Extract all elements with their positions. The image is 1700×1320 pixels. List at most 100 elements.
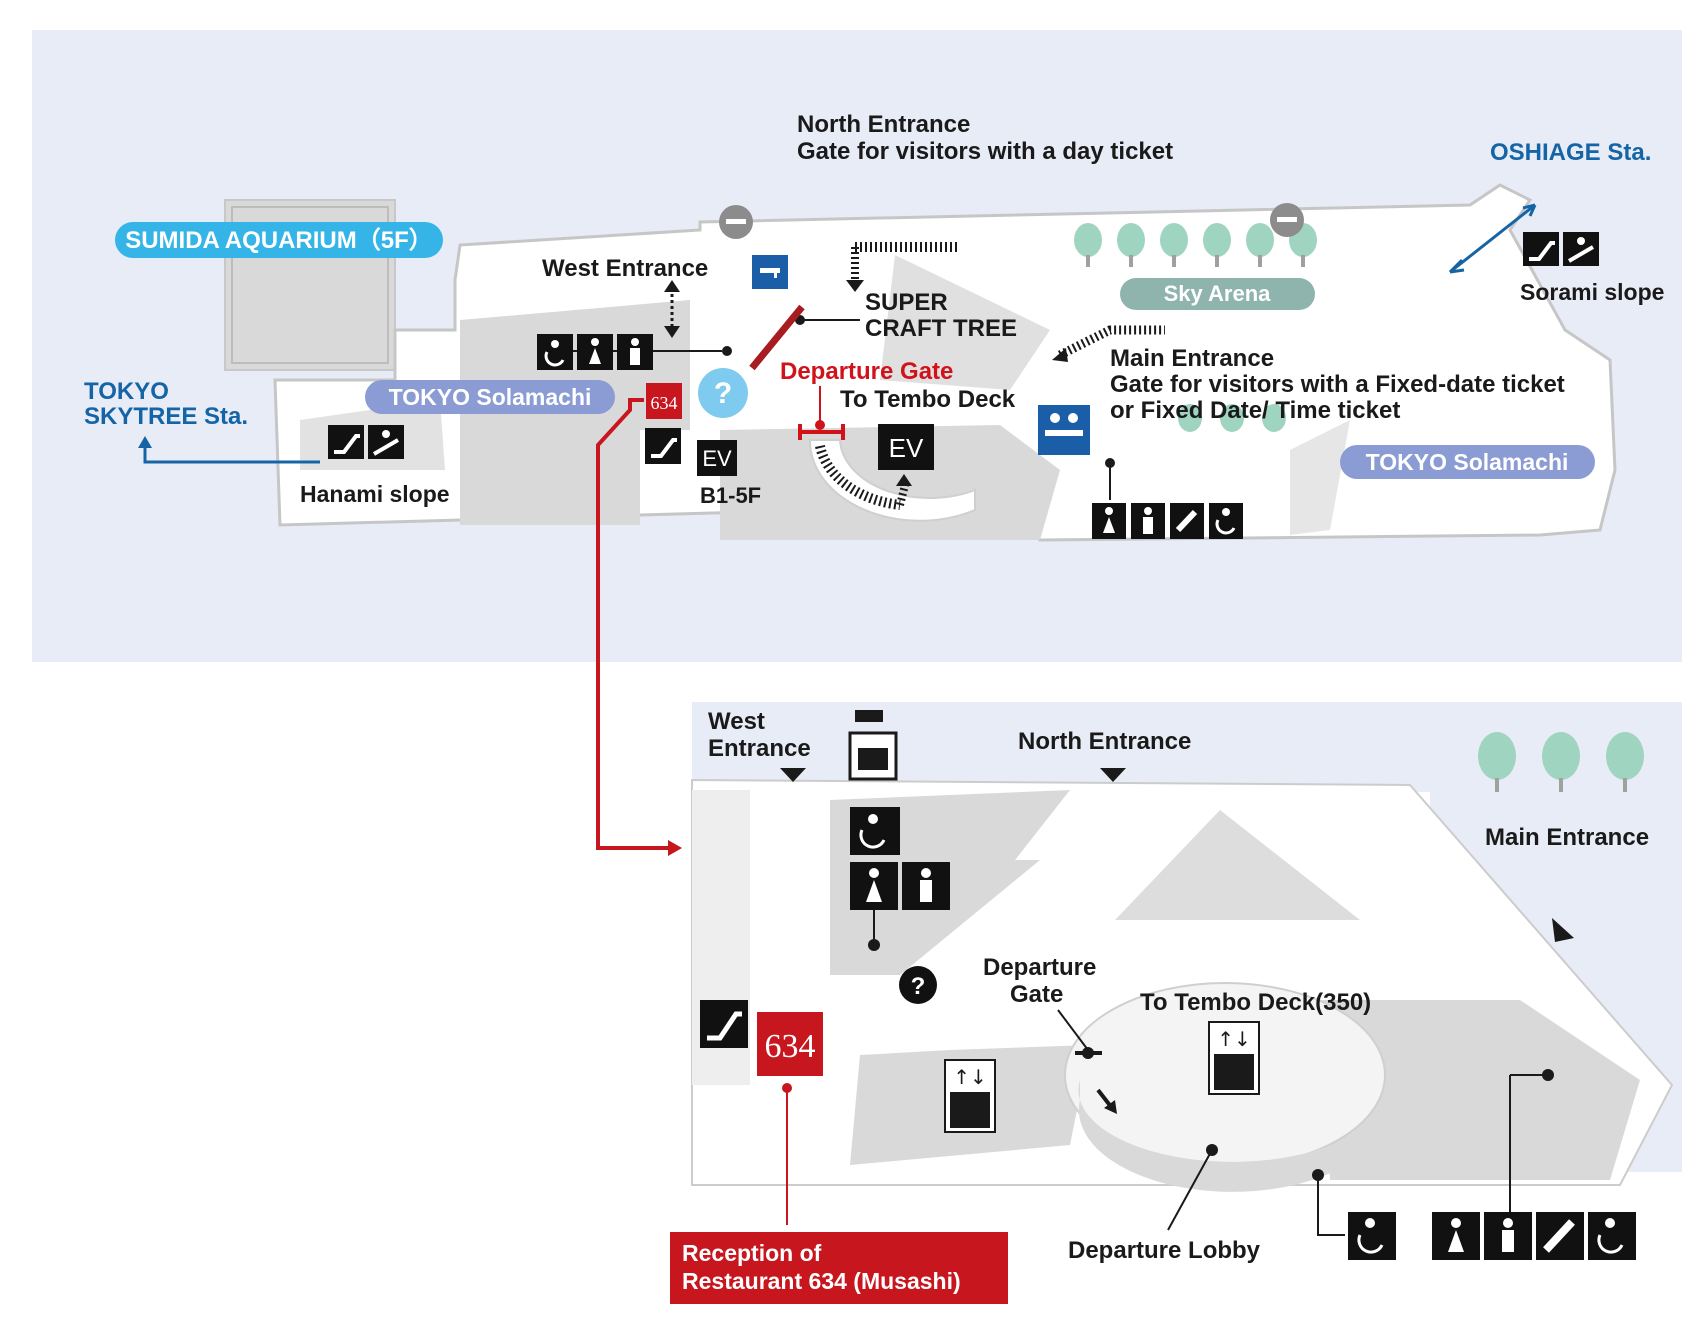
accessible-toilet-icon xyxy=(1348,1212,1396,1260)
ev-small-label: EV xyxy=(702,446,732,471)
svg-text:↑↓: ↑↓ xyxy=(953,1065,987,1089)
lower-lobby-band xyxy=(1078,1080,1385,1192)
elevator-icon[interactable]: ↑↓ xyxy=(944,1059,996,1133)
upper-toilet-dot xyxy=(722,346,732,356)
slope-icon xyxy=(368,425,404,459)
to-tembo-deck-label: To Tembo Deck xyxy=(840,386,1016,413)
solamachi-west-pill[interactable]: TOKYO Solamachi xyxy=(365,380,615,414)
departure-gate-bar xyxy=(798,424,845,440)
lower-trees xyxy=(1478,732,1644,792)
smoking-area-icon xyxy=(719,205,753,239)
elevator-icon[interactable]: ↑↓ xyxy=(1208,1021,1260,1095)
ev-big-label: EV xyxy=(889,433,924,463)
lower-east-toilet-dot xyxy=(1542,1069,1554,1081)
lower-departure-gate-1: Departure xyxy=(983,954,1096,981)
lower-departure-gate-leader xyxy=(1057,1009,1089,1051)
accessible-toilet-icon xyxy=(850,807,900,855)
solamachi-east-pill[interactable]: TOKYO Solamachi xyxy=(1340,445,1595,479)
escalator-icon xyxy=(1523,232,1559,266)
sky-arena-label: Sky Arena xyxy=(1164,281,1272,306)
nursing-room-icon xyxy=(1170,503,1204,539)
escalator-icon xyxy=(700,1000,748,1048)
oshiage-station-label: OSHIAGE Sta. xyxy=(1490,139,1651,166)
elevator-icon[interactable]: EV xyxy=(697,440,737,476)
tree-icon xyxy=(1220,404,1244,432)
slope-icon xyxy=(1563,232,1599,266)
super-craft-tree-label-2: CRAFT TREE xyxy=(865,315,1017,342)
escalator-icon xyxy=(645,428,681,464)
sky-arena-pill[interactable]: Sky Arena xyxy=(1120,278,1315,310)
lower-to-tembo-deck: To Tembo Deck(350) xyxy=(1140,989,1371,1016)
west-entrance-arrow-heads xyxy=(664,280,680,338)
lower-accessible-dot xyxy=(1312,1169,1324,1181)
sorami-slope-label: Sorami slope xyxy=(1520,279,1664,305)
tree-icon xyxy=(1478,732,1516,792)
aquarium-pill[interactable]: SUMIDA AQUARIUM（5F） xyxy=(115,222,443,258)
accessible-toilet-icon xyxy=(537,334,573,370)
female-toilet-icon xyxy=(850,862,898,910)
restaurant-634-icon[interactable]: 634 xyxy=(757,1012,823,1076)
solamachi-west-label: TOKYO Solamachi xyxy=(389,384,592,410)
info-icon[interactable]: ? xyxy=(698,368,748,418)
restaurant-634-icon[interactable]: 634 xyxy=(646,383,682,419)
floors-label: B1-5F xyxy=(700,483,761,508)
main-entrance-title: Main Entrance xyxy=(1110,345,1274,372)
main-entrance-line3: or Fixed Date/ Time ticket xyxy=(1110,397,1400,424)
lower-main-entrance-arrow xyxy=(1552,918,1574,942)
tokyo-skytree-station[interactable]: TOKYO SKYTREE Sta. xyxy=(84,378,248,430)
departure-path-dashed xyxy=(815,444,901,510)
tree-icon xyxy=(1117,223,1145,267)
restaurant-logo-upper: 634 xyxy=(651,393,678,413)
smoking-area-icon xyxy=(1270,203,1304,237)
tree-icon xyxy=(1203,223,1231,267)
lower-accessible-leader xyxy=(1317,1175,1345,1236)
lower-west-toilets xyxy=(850,807,950,910)
lower-departure-gate-2: Gate xyxy=(1010,981,1063,1008)
lower-west-entrance-2: Entrance xyxy=(708,735,811,762)
accessible-toilet-icon xyxy=(1588,1212,1636,1260)
tree-icon xyxy=(1160,223,1188,267)
elevator-icon[interactable]: EV xyxy=(878,424,934,470)
male-toilet-icon xyxy=(1131,503,1165,539)
restaurant-logo-lower: 634 xyxy=(765,1028,816,1065)
reception-dot xyxy=(782,1083,792,1093)
female-toilet-icon xyxy=(1092,503,1126,539)
male-toilet-icon xyxy=(1484,1212,1532,1260)
oshiage-station[interactable]: OSHIAGE Sta. xyxy=(1490,139,1651,166)
tokyo-skytree-station-label-2: SKYTREE Sta. xyxy=(84,403,248,430)
aquarium-label: SUMIDA AQUARIUM（5F） xyxy=(125,227,433,254)
info-icon[interactable]: ? xyxy=(899,966,937,1004)
super-craft-tree-label-1: SUPER xyxy=(865,289,948,316)
solamachi-east-label: TOKYO Solamachi xyxy=(1366,449,1569,475)
departure-gate-dot xyxy=(815,420,825,430)
locker-icon xyxy=(752,255,788,289)
upper-grey-area-east xyxy=(1290,420,1350,535)
station-route-arrow xyxy=(138,436,152,448)
oshiage-route-line xyxy=(1449,203,1536,274)
departure-path-up xyxy=(896,484,909,506)
lower-north-entrance: North Entrance xyxy=(1018,728,1191,755)
oshiage-route-arrow-a xyxy=(1448,258,1465,274)
accessible-toilet-icon xyxy=(1209,503,1243,539)
upper-trees xyxy=(1074,223,1317,432)
restaurant-connector-arrow xyxy=(668,840,682,856)
restaurant-reception-box[interactable]: Reception of Restaurant 634 (Musashi) xyxy=(670,1232,1008,1304)
tokyo-skytree-station-label: TOKYO xyxy=(84,378,169,405)
lower-info-mark: ? xyxy=(911,973,926,1000)
tree-icon xyxy=(1262,404,1286,432)
departure-lobby-leader xyxy=(1167,1149,1213,1231)
lower-main-entrance: Main Entrance xyxy=(1485,824,1649,851)
ticket-counter-icon[interactable] xyxy=(1038,405,1090,455)
female-toilet-icon xyxy=(1432,1212,1480,1260)
upper-grey-area-center xyxy=(720,425,1060,540)
main-entrance-line2: Gate for visitors with a Fixed-date tick… xyxy=(1110,371,1565,398)
departure-gate-label: Departure Gate xyxy=(780,358,953,385)
departure-lobby-label: Departure Lobby xyxy=(1068,1237,1261,1264)
lower-pyramid xyxy=(1115,810,1360,920)
tree-icon xyxy=(1542,732,1580,792)
north-entry-arrow xyxy=(846,280,864,292)
female-toilet-icon xyxy=(577,334,613,370)
upper-east-toilets xyxy=(1092,503,1243,539)
departure-lobby-dot xyxy=(1206,1144,1218,1156)
